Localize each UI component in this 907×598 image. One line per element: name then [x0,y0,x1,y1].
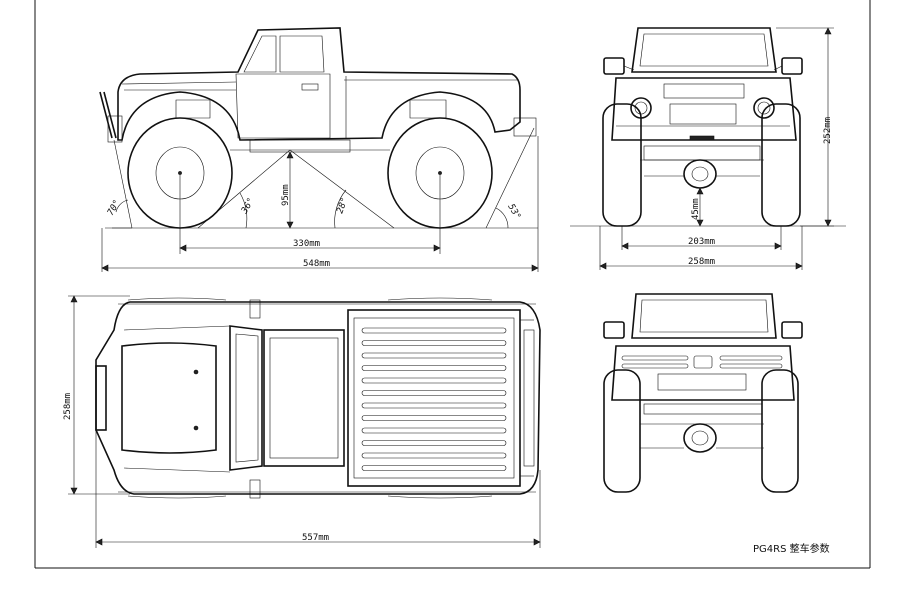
ground-clearance-label: 95mm [281,184,291,206]
ground-clearance-dimension [286,151,294,229]
bed-slat [361,427,507,434]
bed-slat [361,327,507,334]
top-width-label: 258mm [63,393,73,420]
bed-slat [361,340,507,346]
bed-slat [361,377,507,384]
front-width-dimension [599,226,803,270]
rear-slat [621,363,689,369]
front-width-label: 258mm [688,257,715,267]
side-view-truck [99,27,538,229]
bed-slat [361,352,507,359]
rear-slat [719,355,783,361]
axle-clearance-label: 45mm [691,198,701,220]
bed-slat [361,465,507,471]
bed-slat [361,415,507,421]
top-length-dimension [95,430,541,548]
top-length-label: 557mm [302,533,329,543]
drawing-title: PG4RS 整车参数 [753,542,830,555]
rear-view-truck [603,293,803,493]
front-breakover-angle-label: 36° [239,196,256,216]
top-width-dimension [68,295,130,495]
bed-slat [361,390,507,396]
front-view-truck [570,27,846,227]
wheelbase-dimension [179,175,441,254]
wheelbase-label: 330mm [293,239,320,249]
approach-angle-label: 70° [106,198,123,217]
axle-clearance-dimension [696,187,704,227]
top-view-truck [95,297,541,499]
track-label: 203mm [688,237,715,247]
track-dimension [621,226,782,250]
departure-angle-label: 53° [505,203,522,222]
bed-slat [361,365,507,371]
side-length-label: 548mm [303,259,330,269]
bed-slats [361,327,507,471]
angle-lines [112,127,535,229]
drawing-border [34,0,871,569]
side-length-dimension [101,136,539,272]
bed-slat [361,402,507,409]
rear-slat [621,355,689,361]
bed-slat [361,452,507,459]
front-height-dimension [776,27,834,227]
bed-slat [361,440,507,446]
front-height-label: 252mm [823,117,833,144]
rear-slat [719,363,783,369]
rear-breakover-angle-label: 28° [335,196,350,215]
